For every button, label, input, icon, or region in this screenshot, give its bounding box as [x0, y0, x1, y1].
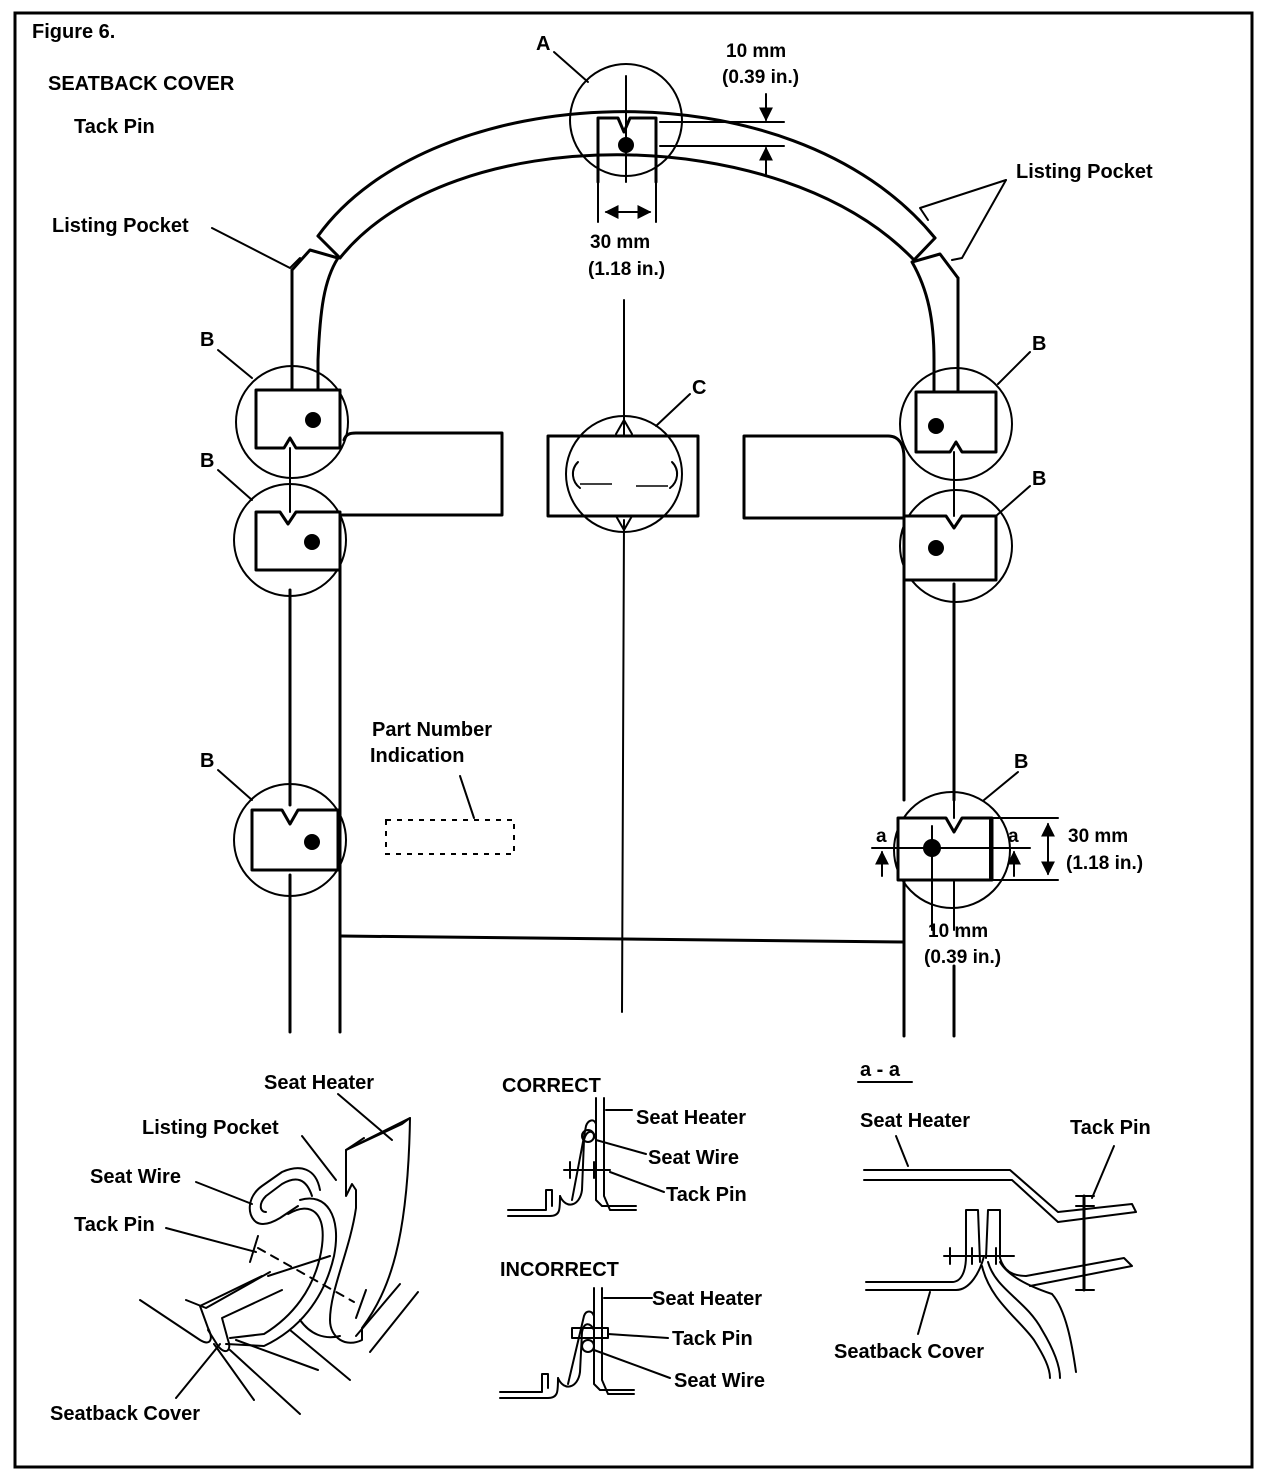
incorrect-seat-heater: Seat Heater: [652, 1288, 762, 1310]
incorrect-detail: [499, 1287, 671, 1399]
perspective-listing-pocket: Listing Pocket: [142, 1117, 279, 1139]
label-listing-pocket-left: Listing Pocket: [52, 215, 189, 237]
label-b-6: B: [1014, 751, 1028, 773]
incorrect-seat-wire: Seat Wire: [674, 1370, 765, 1392]
perspective-detail: [139, 1093, 419, 1415]
incorrect-heading: INCORRECT: [500, 1259, 619, 1281]
dim-top-width-in: (1.18 in.): [588, 259, 665, 280]
label-section-a-right: a: [1008, 826, 1019, 847]
figure-border: [13, 11, 1254, 1469]
figure-title: SEATBACK COVER: [48, 73, 235, 95]
part-number-box: [385, 819, 515, 855]
callout-leaders: [211, 51, 1031, 801]
perspective-seat-heater: Seat Heater: [264, 1072, 374, 1094]
tack-point-c: [565, 415, 683, 533]
tack-point-b-right-1: [899, 367, 1013, 481]
tack-point-a: [569, 63, 683, 184]
correct-heading: CORRECT: [502, 1075, 601, 1097]
correct-seat-heater: Seat Heater: [636, 1107, 746, 1129]
section-heading: a - a: [860, 1059, 901, 1081]
dim-side-height-mm: 30 mm: [1068, 826, 1128, 847]
figure-number: Figure 6.: [32, 21, 115, 43]
correct-detail: [507, 1097, 665, 1217]
label-b-4: B: [1032, 333, 1046, 355]
tack-point-b-left-1: [235, 365, 349, 479]
incorrect-tack-pin: Tack Pin: [672, 1328, 753, 1350]
tack-point-b-right-2: [899, 451, 1013, 603]
section-seat-heater: Seat Heater: [860, 1110, 970, 1132]
dim-side-offset-mm: 10 mm: [928, 921, 988, 942]
middle-flaps: [340, 431, 906, 520]
tack-point-b-left-3: [233, 783, 347, 897]
dimension-side: [875, 817, 1059, 881]
label-section-a-left: a: [876, 826, 887, 847]
seatback-outline: [288, 75, 960, 1038]
label-part-number-2: Indication: [370, 745, 464, 767]
correct-tack-pin: Tack Pin: [666, 1184, 747, 1206]
dim-top-width-mm: 30 mm: [590, 232, 650, 253]
tack-point-b-left-2: [233, 447, 347, 597]
section-aa-detail: [857, 1081, 1137, 1379]
dim-top-depth-mm: 10 mm: [726, 41, 786, 62]
label-c: C: [692, 377, 706, 399]
section-seatback-cover: Seatback Cover: [834, 1341, 984, 1363]
perspective-seatback-cover: Seatback Cover: [50, 1403, 200, 1425]
perspective-seat-wire: Seat Wire: [90, 1166, 181, 1188]
label-listing-pocket-right: Listing Pocket: [1016, 161, 1153, 183]
label-b-3: B: [200, 750, 214, 772]
dim-top-depth-in: (0.39 in.): [722, 67, 799, 88]
dim-side-height-in: (1.18 in.): [1066, 853, 1143, 874]
figure-subtitle: Tack Pin: [74, 116, 155, 138]
correct-seat-wire: Seat Wire: [648, 1147, 739, 1169]
dim-side-offset-in: (0.39 in.): [924, 947, 1001, 968]
label-part-number-1: Part Number: [372, 719, 492, 741]
label-b-1: B: [200, 329, 214, 351]
tack-point-b-right-3: [871, 599, 1031, 931]
section-tack-pin: Tack Pin: [1070, 1117, 1151, 1139]
dimension-top: [597, 93, 785, 223]
label-a: A: [536, 33, 550, 55]
label-b-5: B: [1032, 468, 1046, 490]
label-b-2: B: [200, 450, 214, 472]
perspective-tack-pin: Tack Pin: [74, 1214, 155, 1236]
